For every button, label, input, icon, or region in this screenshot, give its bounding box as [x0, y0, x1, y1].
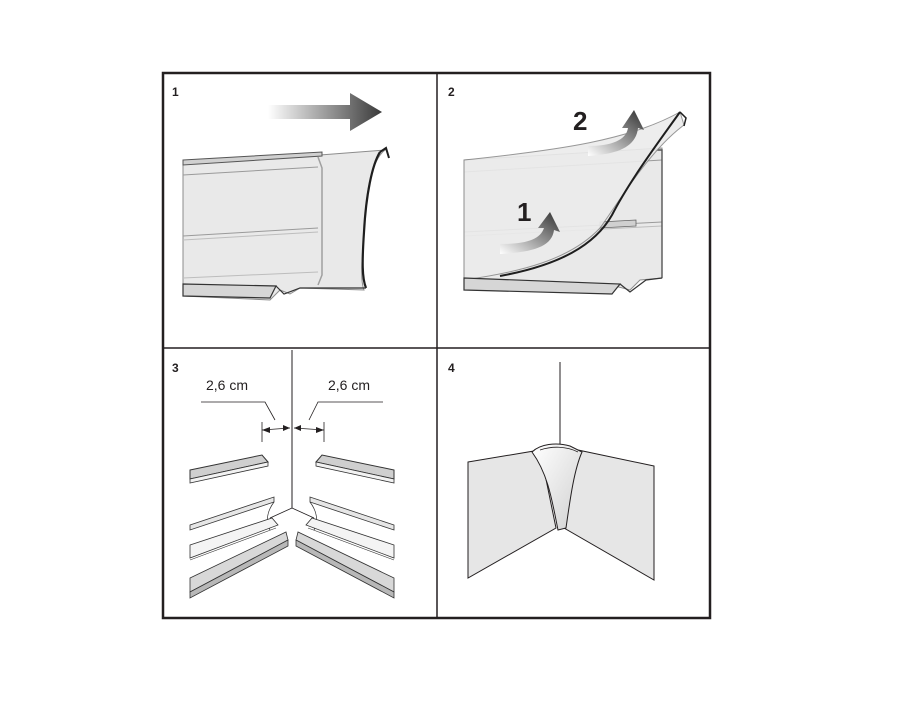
step-label-1: 1: [517, 197, 531, 227]
panel-3-number: 3: [172, 361, 179, 375]
flexible-lip: [361, 151, 381, 289]
panel-grid: [161, 71, 712, 620]
step-label-2: 2: [573, 106, 587, 136]
panel-2-number: 2: [448, 85, 455, 99]
panel-4-number: 4: [448, 361, 455, 375]
right-skirting-block: [563, 449, 655, 581]
curved-arrow-up-icon: [500, 212, 560, 254]
panel-4: [467, 362, 655, 581]
curved-arrow-up-icon: [588, 110, 644, 156]
arrow-right-icon: [268, 93, 382, 131]
right-skirting: [295, 454, 395, 599]
panel-1-number: 1: [172, 85, 179, 99]
peeled-cover: [463, 111, 685, 281]
panel-1: [182, 93, 390, 301]
gap-label-right: 2,6 cm: [328, 377, 370, 393]
skirting-top-rail: [182, 151, 323, 166]
panel-3: 2,6 cm 2,6 cm: [189, 350, 395, 599]
skirting-base: [182, 283, 277, 299]
gap-label-left: 2,6 cm: [206, 377, 248, 393]
skirting-profile: [182, 149, 387, 301]
skirting-base: [463, 277, 622, 295]
left-skirting: [189, 454, 289, 599]
inner-corner-cap: [531, 443, 583, 531]
panel-2: 1 2: [463, 106, 687, 295]
left-skirting-block: [467, 449, 557, 579]
